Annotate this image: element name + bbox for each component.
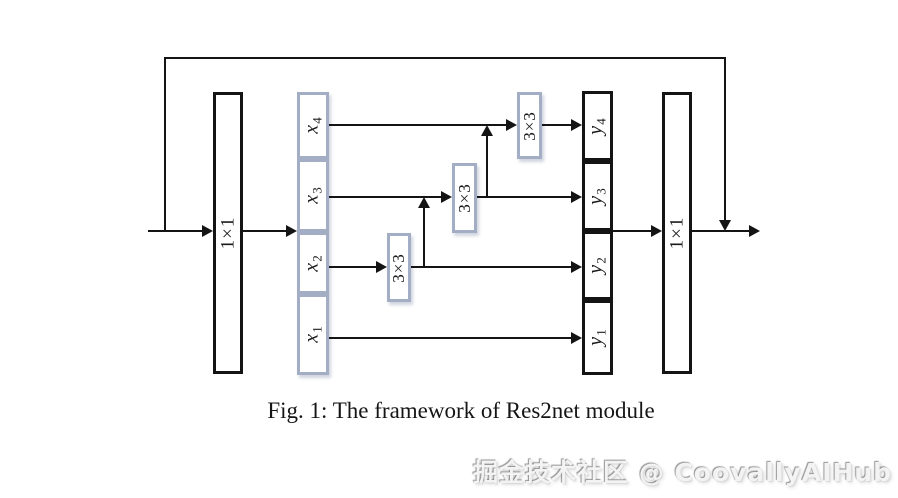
k2-out-line xyxy=(477,196,571,198)
concat-to-conv-line xyxy=(613,230,652,232)
output-line xyxy=(692,230,749,232)
conv-to-split-arrow-icon xyxy=(286,225,297,237)
split-label-x2: x2 xyxy=(300,254,325,272)
x3-line xyxy=(329,196,441,198)
k2-out-arrow-icon xyxy=(571,191,582,203)
merge-branch-2-line xyxy=(486,136,488,198)
k3-out-arrow-icon xyxy=(571,119,582,131)
split-box-x1: x1 xyxy=(297,294,329,375)
skip-connection-left-segment xyxy=(164,57,166,232)
merge-branch-2-arrow-icon xyxy=(481,125,493,136)
x1-arrow-icon xyxy=(571,332,582,344)
conv1x1-out-block: 1×1 xyxy=(662,92,692,374)
x1-line xyxy=(329,337,571,339)
conv3x3-1-block: 3×3 xyxy=(387,233,411,302)
k1-out-line xyxy=(411,266,571,268)
conv-to-split-line xyxy=(243,230,287,232)
x4-line xyxy=(329,124,506,126)
input-line xyxy=(148,230,204,232)
output-label-y2: y2 xyxy=(584,257,609,274)
k3-out-line xyxy=(542,124,571,126)
concat-to-conv-arrow-icon xyxy=(651,225,662,237)
conv3x3-3-block: 3×3 xyxy=(517,92,542,159)
x4-arrow-icon xyxy=(506,119,517,131)
x2-line xyxy=(329,266,376,268)
output-label-y3: y3 xyxy=(584,187,609,205)
conv1x1-out-label: 1×1 xyxy=(666,216,687,250)
conv3x3-3-label: 3×3 xyxy=(519,110,539,141)
merge-branch-1-arrow-icon xyxy=(418,197,430,208)
split-box-x2: x2 xyxy=(297,232,329,294)
output-box-y2: y2 xyxy=(582,231,613,300)
k1-out-arrow-icon xyxy=(571,261,582,273)
input-arrow-icon xyxy=(202,225,213,237)
split-box-x3: x3 xyxy=(297,159,329,232)
conv3x3-1-label: 3×3 xyxy=(389,252,408,283)
skip-connection-right-segment xyxy=(724,57,726,221)
split-label-x1: x1 xyxy=(300,326,325,343)
output-label-y4: y4 xyxy=(584,117,609,135)
output-box-y3: y3 xyxy=(582,161,613,231)
watermark: 掘金技术社区 @ CoovallyAIHub xyxy=(473,458,892,487)
x3-arrow-icon xyxy=(441,191,452,203)
split-label-x4: x4 xyxy=(300,117,325,134)
conv1x1-in-label: 1×1 xyxy=(217,216,238,250)
output-box-y4: y4 xyxy=(582,91,613,161)
skip-connection-arrow-icon xyxy=(719,220,731,231)
conv3x3-2-block: 3×3 xyxy=(452,163,477,233)
split-box-x4: x4 xyxy=(297,92,329,159)
x2-arrow-icon xyxy=(376,261,387,273)
merge-branch-1-line xyxy=(423,208,425,268)
output-box-y1: y1 xyxy=(582,300,613,375)
output-arrow-icon xyxy=(749,225,760,237)
conv1x1-in-block: 1×1 xyxy=(213,92,243,374)
figure-caption: Fig. 1: The framework of Res2net module xyxy=(267,398,655,423)
output-label-y1: y1 xyxy=(584,329,609,346)
split-label-x3: x3 xyxy=(300,187,325,204)
skip-connection-top-segment xyxy=(164,57,726,59)
conv3x3-2-label: 3×3 xyxy=(454,183,474,213)
